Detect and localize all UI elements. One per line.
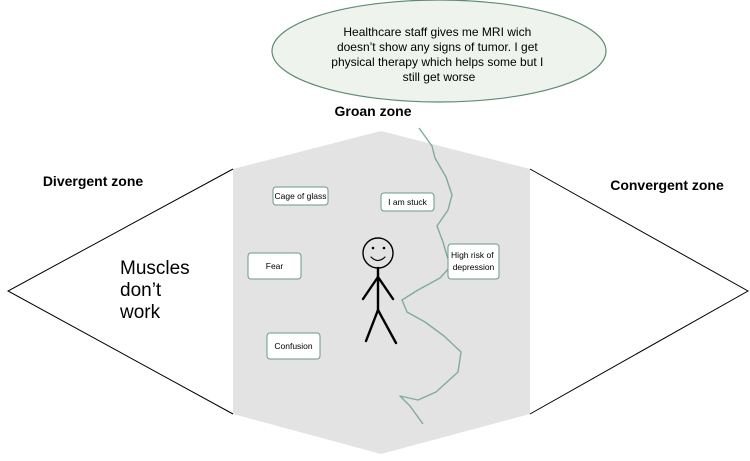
divergent-line-3: work xyxy=(119,302,161,323)
figure-head xyxy=(362,237,394,269)
speech-bubble-text: Healthcare staff gives me MRI wich doesn… xyxy=(331,25,546,84)
figure-left-leg xyxy=(364,308,380,343)
figure-right-eye xyxy=(382,246,386,250)
divergent-line-2: don’t xyxy=(120,280,162,301)
divergent-zone-text: Muscles don’t work xyxy=(119,258,195,323)
box-confusion-label: Confusion xyxy=(274,341,313,351)
box-fear: Fear xyxy=(247,252,302,280)
figure-left-arm xyxy=(361,275,380,301)
box-cage-label: Cage of glass xyxy=(275,191,327,201)
speech-line-1: Healthcare staff gives me MRI wich xyxy=(343,25,531,39)
figure-left-eye xyxy=(371,246,375,250)
groan-zone-area xyxy=(233,131,530,454)
groan-zone-title: Groan zone xyxy=(334,103,411,119)
speech-line-4: still get worse xyxy=(403,70,476,84)
box-risk-line-2: depression xyxy=(453,262,495,272)
box-risk-label: High risk of depression xyxy=(451,250,496,272)
speech-line-2: doesn’t show any signs of tumor. I get xyxy=(337,40,538,54)
box-stuck-label: I am stuck xyxy=(388,197,427,207)
divergent-line-1: Muscles xyxy=(120,258,190,279)
figure-right-leg xyxy=(376,308,398,345)
speech-bubble xyxy=(271,0,607,103)
crack-line xyxy=(399,127,462,425)
figure-right-arm xyxy=(376,275,395,301)
box-i-am-stuck: I am stuck xyxy=(380,192,435,212)
divergent-zone-title: Divergent zone xyxy=(43,173,144,189)
stick-figure-smiling-icon xyxy=(361,237,398,345)
box-confusion: Confusion xyxy=(266,332,321,360)
box-high-risk-depression: High risk of depression xyxy=(447,243,500,280)
convergent-zone-shape xyxy=(529,168,750,415)
speech-line-3: physical therapy which helps some but I xyxy=(331,55,543,69)
divergent-zone-shape xyxy=(6,168,234,415)
figure-smile xyxy=(370,256,386,262)
box-risk-line-1: High risk of xyxy=(451,250,494,260)
convergent-zone-title: Convergent zone xyxy=(610,177,724,193)
box-cage-of-glass: Cage of glass xyxy=(272,186,329,206)
box-fear-label: Fear xyxy=(266,261,284,271)
